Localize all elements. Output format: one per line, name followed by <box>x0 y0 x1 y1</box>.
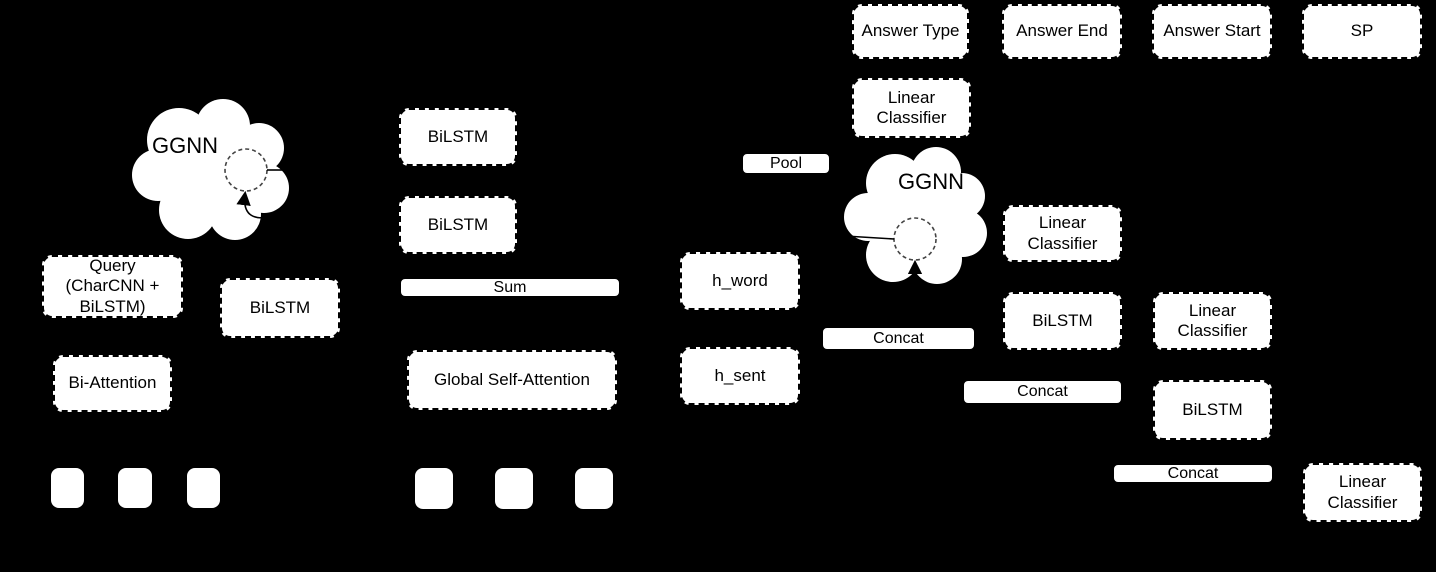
node-linear-classifier-sp: Linear Classifier <box>1303 463 1422 522</box>
node-bilstm-query: BiLSTM <box>220 278 340 338</box>
node-h-sent: h_sent <box>680 347 800 405</box>
node-bilstm-end: BiLSTM <box>1003 292 1122 350</box>
node-bilstm-context-2: BiLSTM <box>399 196 517 254</box>
node-context-token-1 <box>415 468 453 509</box>
connector-line <box>844 235 895 240</box>
node-h-word: h_word <box>680 252 800 310</box>
node-bi-attention: Bi-Attention <box>53 355 172 412</box>
node-query-encoder: Query (CharCNN + BiLSTM) <box>42 255 183 318</box>
node-answer-type: Answer Type <box>852 4 969 59</box>
node-context-token-2 <box>495 468 533 509</box>
node-linear-classifier-type: Linear Classifier <box>852 78 971 138</box>
node-linear-classifier-end: Linear Classifier <box>1003 205 1122 262</box>
self-loop-arrow <box>236 190 279 219</box>
node-query-token-1 <box>51 468 84 508</box>
node-query-token-2 <box>118 468 152 508</box>
node-linear-classifier-start: Linear Classifier <box>1153 292 1272 350</box>
node-sp: SP <box>1302 4 1422 59</box>
node-pool: Pool <box>742 153 830 174</box>
cloud-label: GGNN <box>898 169 964 194</box>
ggnn-cloud-right: GGNN <box>844 147 987 289</box>
node-context-token-3 <box>575 468 613 509</box>
node-global-self-attention: Global Self-Attention <box>407 350 617 410</box>
node-bilstm-start: BiLSTM <box>1153 380 1272 440</box>
node-concat-start: Concat <box>1113 464 1273 483</box>
node-query-token-3 <box>187 468 220 508</box>
cloud-label: GGNN <box>152 133 218 158</box>
cloud-shape <box>132 99 289 240</box>
ggnn-cloud-left: GGNN <box>132 99 289 240</box>
node-concat-end: Concat <box>963 380 1122 404</box>
node-sum: Sum <box>400 278 620 297</box>
node-bilstm-context-1: BiLSTM <box>399 108 517 166</box>
node-answer-start: Answer Start <box>1152 4 1272 59</box>
node-concat-word-sent: Concat <box>822 327 975 350</box>
node-answer-end: Answer End <box>1002 4 1122 59</box>
